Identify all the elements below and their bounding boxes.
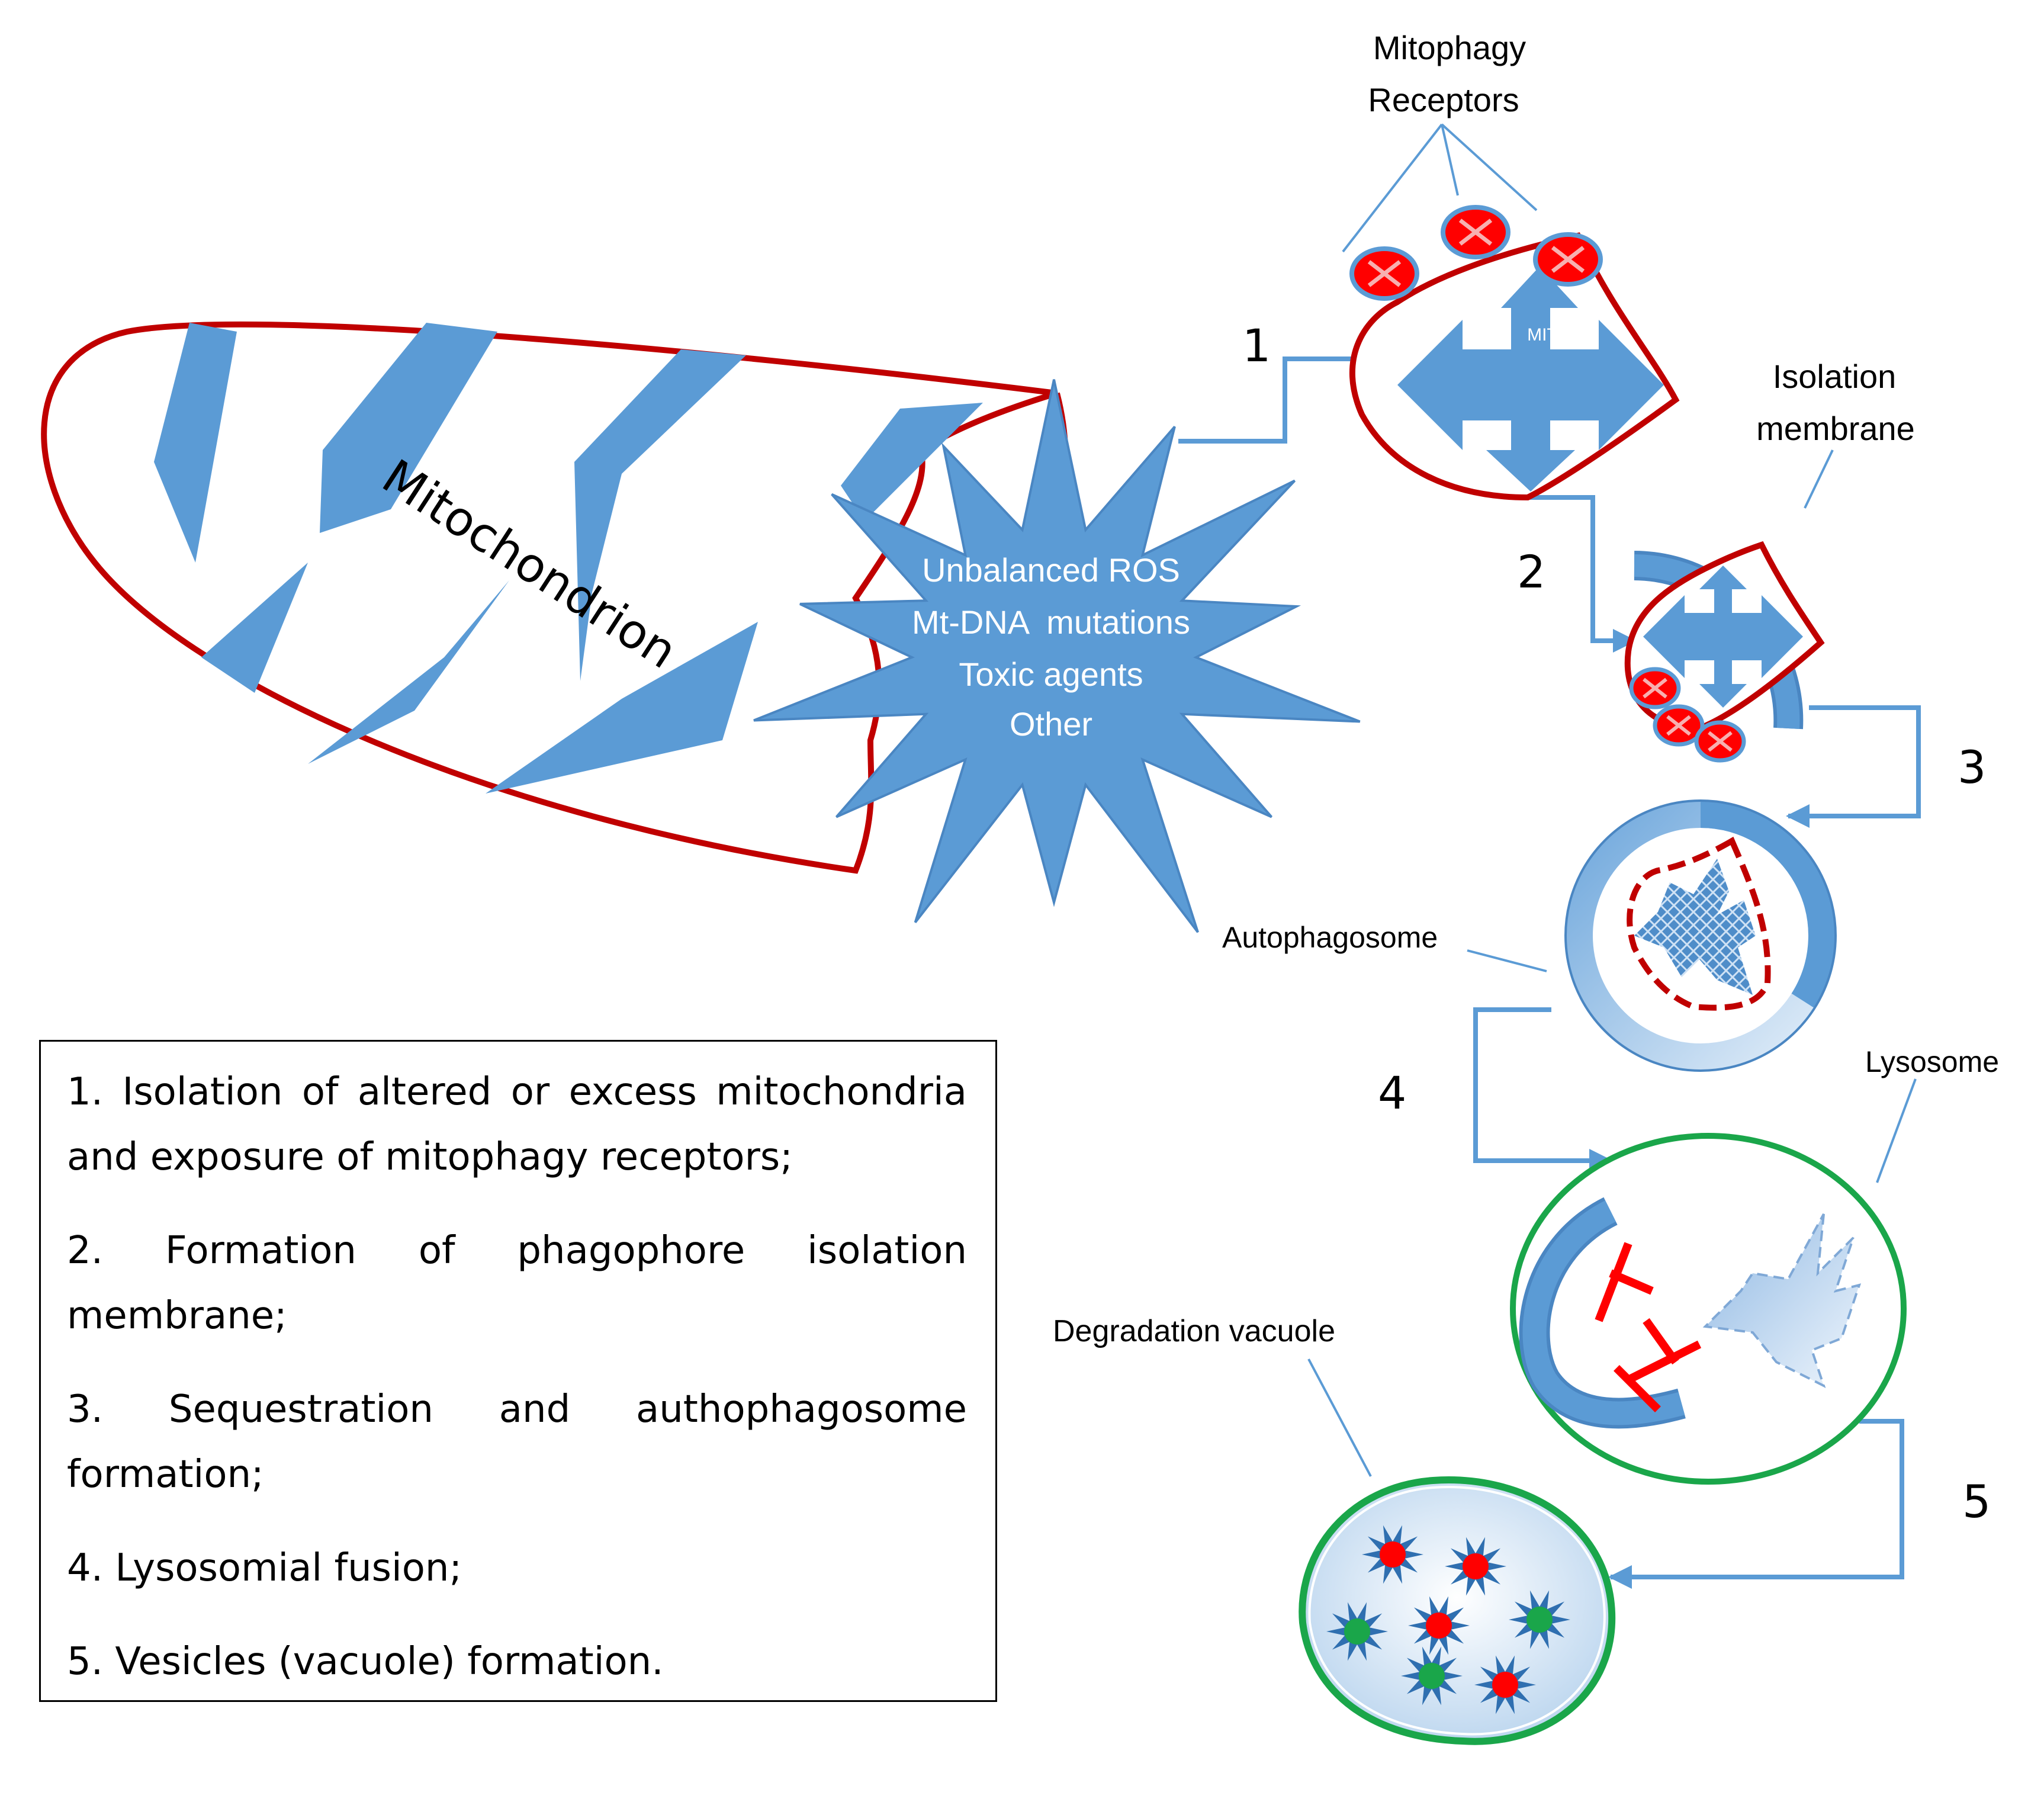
step-number: 2 (1517, 545, 1545, 598)
degradation-product-core (1380, 1541, 1406, 1568)
crista (486, 622, 758, 794)
autophagosome-label: Autophagosome (1222, 921, 1438, 954)
step2-isolation: Isolation membrane (1624, 358, 1915, 763)
fragment (1626, 1340, 1702, 1384)
receptor-icon (1441, 205, 1510, 259)
step-number: 5 (1962, 1475, 1991, 1528)
receptor-group (1349, 205, 1603, 301)
stress-starburst: Unbalanced ROS Mt-DNA mutations Toxic ag… (753, 379, 1361, 933)
degradation-product-core (1463, 1553, 1489, 1579)
pointer-line (1467, 949, 1547, 972)
degraded-fragments (1595, 1242, 1702, 1412)
step-number: 3 (1958, 741, 1986, 794)
crista (574, 349, 746, 681)
crista (841, 403, 983, 521)
legend-item-5: 5. Vesicles (vacuole) formation. (67, 1640, 664, 1684)
crista (201, 563, 308, 693)
legend-item-4: 4. Lysosomial fusion; (67, 1546, 462, 1590)
degrading-mit-icon (1634, 859, 1756, 995)
autophagosome-outline (1564, 799, 1837, 1072)
process-arrows (1178, 347, 1921, 1589)
legend-item-1: 1. Isolation of altered or excess mitoch… (67, 1070, 967, 1179)
pointer-line (1342, 123, 1443, 253)
receptor-group (1629, 667, 1746, 763)
pointer-line (1876, 1078, 1917, 1183)
legend-item-2: 2. Formation of phagophore isolation mem… (67, 1229, 967, 1338)
vacuole-membrane-inner (1308, 1486, 1606, 1736)
degradation-product-core (1419, 1663, 1445, 1689)
receptor-icon (1349, 246, 1419, 301)
degrading-mit-membrane (1627, 836, 1771, 1011)
fragment (1614, 1365, 1661, 1412)
step-numbers: 1 2 3 4 5 (1242, 319, 1991, 1528)
mitophagy-receptors-label: Mitophagy (1373, 29, 1526, 66)
vacuole-contents (1326, 1525, 1570, 1714)
stressor-text: Toxic agents (959, 656, 1143, 693)
mit-body-icon (1397, 266, 1664, 492)
arrow-step-1 (1178, 347, 1393, 444)
fragment (1609, 1269, 1654, 1295)
legend-box: 1. Isolation of altered or excess mitoch… (39, 1040, 997, 1702)
legend-item-3: 3. Sequestration and authophagosome form… (67, 1388, 967, 1496)
mitochondrion: Mitochondrion (41, 321, 1069, 874)
stressor-star (753, 379, 1361, 933)
isolation-membrane-label: membrane (1756, 410, 1915, 447)
step-number: 1 (1242, 319, 1271, 372)
crista (154, 323, 237, 563)
step-number: 4 (1378, 1067, 1406, 1119)
arrow-step-4 (1473, 1007, 1613, 1173)
stressor-text: Other (1010, 705, 1092, 743)
step3-autophagosome: Autophagosome (1222, 799, 1837, 1072)
receptor-icon (1694, 720, 1746, 763)
fragment (1595, 1242, 1632, 1322)
isolation-membrane-label: Isolation (1773, 358, 1897, 395)
receptor-icon (1533, 232, 1603, 287)
arrow-step-3 (1786, 705, 1921, 828)
pointer-line (1804, 449, 1834, 509)
phagophore-remnant-inner (1522, 1200, 1685, 1425)
pointer-line (1441, 124, 1459, 196)
ghost-mit-icon (1702, 1213, 1862, 1388)
mit-label: MIT (1527, 325, 1558, 345)
receptor-icon (1629, 667, 1681, 709)
step4-lysosome: Lysosome (1510, 1045, 1999, 1485)
receptor-icon (1653, 704, 1705, 747)
arrow-step-5 (1608, 1419, 1904, 1589)
pointer-line (1307, 1358, 1372, 1477)
mitophagy-receptors-label: Receptors (1368, 81, 1519, 118)
degradation-product-core (1344, 1618, 1370, 1645)
stressor-text: Unbalanced ROS (922, 551, 1180, 589)
pointer-line (1441, 123, 1538, 211)
crista (320, 323, 497, 533)
lysosome-label: Lysosome (1865, 1045, 1999, 1078)
stressor-text: Mt-DNA mutations (912, 603, 1190, 641)
engulfed-mit-icon (1643, 566, 1803, 708)
degradation-product-core (1492, 1672, 1518, 1698)
degradation-product-core (1526, 1607, 1553, 1633)
step1-mit: Mitophagy Receptors MIT (1342, 29, 1680, 501)
degradation-vacuole-label: Degradation vacuole (1053, 1314, 1335, 1348)
degradation-product-core (1426, 1613, 1452, 1639)
autophagosome-ring-outer (1700, 801, 1836, 1009)
step5-vacuole: Degradation vacuole (1053, 1314, 1616, 1745)
arrow-step-2 (1528, 495, 1637, 653)
